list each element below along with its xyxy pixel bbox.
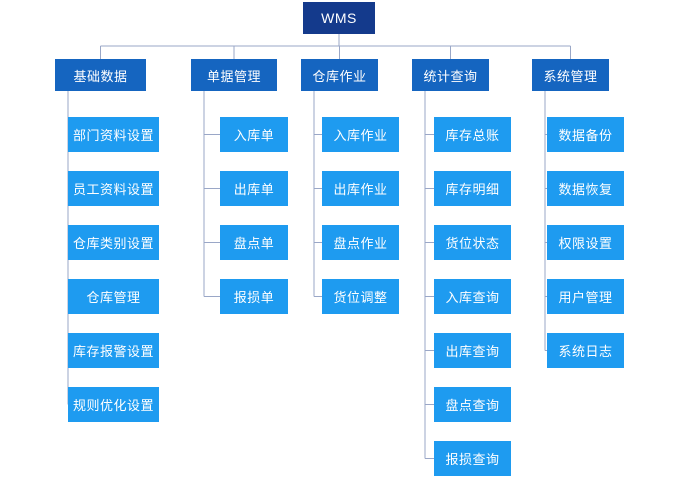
category-node-2[interactable]: 仓库作业 xyxy=(301,59,378,91)
item-node-4-2[interactable]: 权限设置 xyxy=(547,225,624,260)
item-node-2-0[interactable]: 入库作业 xyxy=(322,117,399,152)
item-node-0-5[interactable]: 规则优化设置 xyxy=(68,387,159,422)
item-node-3-4[interactable]: 出库查询 xyxy=(434,333,511,368)
item-node-0-0[interactable]: 部门资料设置 xyxy=(68,117,159,152)
item-node-0-4[interactable]: 库存报警设置 xyxy=(68,333,159,368)
item-node-0-2[interactable]: 仓库类别设置 xyxy=(68,225,159,260)
item-node-0-1[interactable]: 员工资料设置 xyxy=(68,171,159,206)
item-node-1-1[interactable]: 出库单 xyxy=(220,171,288,206)
item-node-3-2[interactable]: 货位状态 xyxy=(434,225,511,260)
root-node-wms[interactable]: WMS xyxy=(303,2,375,34)
category-node-0[interactable]: 基础数据 xyxy=(55,59,146,91)
item-node-3-1[interactable]: 库存明细 xyxy=(434,171,511,206)
item-node-2-3[interactable]: 货位调整 xyxy=(322,279,399,314)
item-node-3-0[interactable]: 库存总账 xyxy=(434,117,511,152)
item-node-1-0[interactable]: 入库单 xyxy=(220,117,288,152)
category-node-1[interactable]: 单据管理 xyxy=(191,59,277,91)
item-node-2-2[interactable]: 盘点作业 xyxy=(322,225,399,260)
category-node-3[interactable]: 统计查询 xyxy=(412,59,489,91)
item-node-1-2[interactable]: 盘点单 xyxy=(220,225,288,260)
category-node-4[interactable]: 系统管理 xyxy=(532,59,609,91)
item-node-4-0[interactable]: 数据备份 xyxy=(547,117,624,152)
item-node-3-6[interactable]: 报损查询 xyxy=(434,441,511,476)
item-node-4-1[interactable]: 数据恢复 xyxy=(547,171,624,206)
item-node-0-3[interactable]: 仓库管理 xyxy=(68,279,159,314)
item-node-1-3[interactable]: 报损单 xyxy=(220,279,288,314)
item-node-2-1[interactable]: 出库作业 xyxy=(322,171,399,206)
item-node-3-3[interactable]: 入库查询 xyxy=(434,279,511,314)
item-node-3-5[interactable]: 盘点查询 xyxy=(434,387,511,422)
item-node-4-4[interactable]: 系统日志 xyxy=(547,333,624,368)
item-node-4-3[interactable]: 用户管理 xyxy=(547,279,624,314)
